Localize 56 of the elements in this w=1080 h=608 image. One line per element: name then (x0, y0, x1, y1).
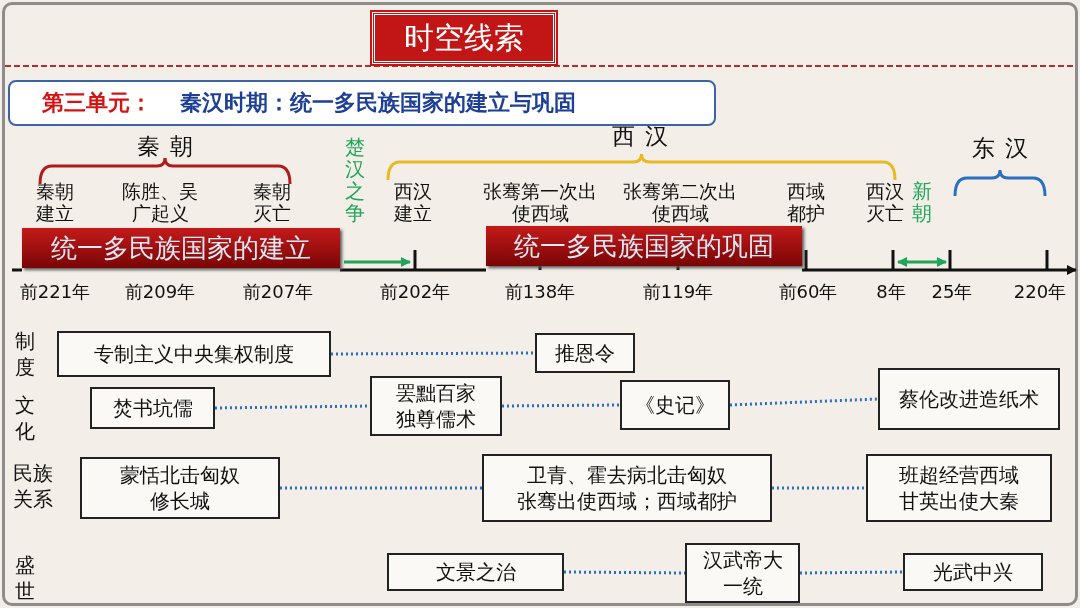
year-label: 前221年 (18, 281, 92, 303)
event-box: 专制主义中央集权制度 (57, 331, 331, 377)
year-label: 前60年 (777, 281, 839, 303)
event-box: 汉武帝大一统 (685, 543, 800, 603)
dotted-connector (280, 486, 482, 490)
event-label: 西域都护 (786, 180, 826, 224)
event-label: 秦朝建立 (35, 180, 75, 224)
event-label: 西汉灭亡 (865, 180, 905, 224)
row-heading: 民族关系 (12, 460, 54, 512)
period-label: 东汉 (971, 134, 1039, 162)
event-box (866, 454, 1052, 522)
event-text: 张骞出使西域；西域都护 (517, 488, 737, 514)
dotted-connector (729, 397, 879, 407)
year-label: 前119年 (641, 281, 715, 303)
title-banner: 时空线索 (372, 12, 556, 64)
year-label: 25年 (930, 281, 974, 303)
event-box: 蔡伦改进造纸术 (878, 368, 1060, 430)
event-box: 光武中兴 (903, 553, 1043, 591)
event-box: 文景之治 (387, 553, 564, 591)
stage-banner: 统一多民族国家的巩固 (486, 226, 802, 266)
unit-banner (8, 80, 716, 126)
event-box: 罢黜百家独尊儒术 (370, 376, 502, 436)
year-label: 220年 (1012, 281, 1068, 303)
row-heading: 制度 (14, 328, 36, 380)
event-box: 推恩令 (535, 333, 635, 373)
event-text: 班超经营西域 (899, 462, 1019, 488)
dotted-connector (800, 570, 903, 575)
year-label: 前207年 (241, 281, 315, 303)
event-text: 甘英出使大秦 (899, 488, 1019, 514)
event-label: 张骞第二次出使西域 (622, 180, 738, 224)
unit-heading: 秦汉时期：统一多民族国家的建立与巩固 (180, 89, 576, 117)
event-label: 陈胜、吴广起义 (121, 180, 199, 224)
dotted-connector (772, 486, 866, 490)
stage-banner: 统一多民族国家的建立 (22, 228, 340, 268)
dotted-connector (331, 351, 535, 356)
event-text: 卫青、霍去病北击匈奴 (527, 462, 727, 488)
period-label: 西汉 (611, 122, 679, 150)
event-label: 张骞第一次出使西域 (482, 180, 598, 224)
period-label: 秦朝 (136, 132, 204, 160)
year-label: 前138年 (503, 281, 577, 303)
event-box: 焚书坑儒 (90, 387, 215, 429)
row-heading: 盛世 (14, 552, 36, 604)
dotted-connector (564, 570, 685, 575)
row-heading: 文化 (14, 392, 36, 444)
year-label: 前202年 (378, 281, 452, 303)
event-label: 秦朝灭亡 (252, 180, 292, 224)
year-label: 8年 (875, 281, 907, 303)
event-box: 《史记》 (620, 380, 730, 430)
event-box: 蒙恬北击匈奴修长城 (80, 457, 280, 519)
dotted-connector (502, 403, 620, 408)
event-label: 西汉建立 (393, 180, 433, 224)
period-label: 楚汉之争 (344, 136, 366, 224)
year-label: 前209年 (123, 281, 197, 303)
event-box (482, 454, 772, 522)
unit-number: 第三单元： (42, 89, 152, 117)
period-label: 新朝 (911, 180, 933, 224)
